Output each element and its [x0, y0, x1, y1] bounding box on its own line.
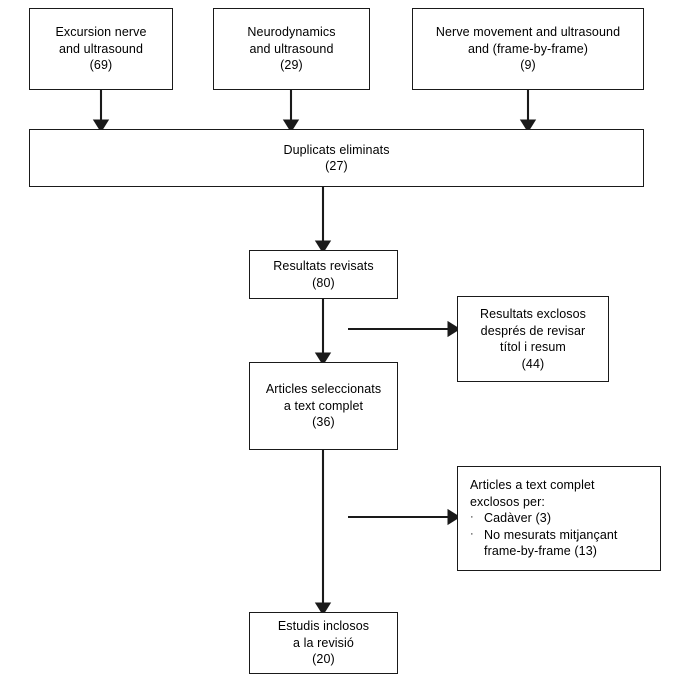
node-excluded-fulltext-heading-1: Articles a text complet — [470, 478, 595, 493]
bullet-marker-icon: · — [470, 527, 474, 540]
node-fulltext-assessed: Articles seleccionats a text complet (36… — [249, 362, 398, 450]
node-source-neurodynamics: Neurodynamics and ultrasound (29) — [213, 8, 370, 90]
node-source-2-line-1: Neurodynamics — [247, 25, 336, 40]
node-fulltext-count: (36) — [312, 415, 335, 430]
node-screened-count: (80) — [312, 275, 335, 290]
node-excluded-fulltext-heading-2: exclosos per: — [470, 494, 545, 509]
node-excluded-fulltext-bullet-2-text-cont: frame-by-frame (13) — [484, 544, 598, 559]
node-excluded-fulltext-bullet-1-text: Cadàver (3) — [484, 511, 552, 526]
node-source-1-line-1: Excursion nerve — [55, 25, 147, 40]
node-screened-label: Resultats revisats — [273, 259, 374, 273]
node-excluded-screen-line-3: títol i resum — [500, 340, 566, 354]
node-records-excluded-screening: Resultats exclosos després de revisar tí… — [457, 296, 609, 382]
node-source-3-count: (9) — [520, 58, 536, 73]
node-included-line-2: a la revisió — [293, 635, 354, 650]
node-excluded-fulltext-bullet-2: · No mesurats mitjançant — [470, 527, 618, 544]
node-source-3-line-1: Nerve movement and ultrasound — [435, 25, 621, 40]
node-studies-included: Estudis inclosos a la revisió (20) — [249, 612, 398, 674]
node-duplicates-label: Duplicats eliminats — [283, 142, 390, 157]
node-source-1-count: (69) — [89, 58, 113, 73]
node-included-count: (20) — [312, 652, 335, 667]
node-source-3-line-2: and (frame-by-frame) — [467, 41, 589, 56]
node-excluded-screen-line-1: Resultats exclosos — [479, 307, 586, 321]
node-source-excursion-nerve: Excursion nerve and ultrasound (69) — [29, 8, 173, 90]
node-fulltext-excluded: Articles a text complet exclosos per: · … — [457, 466, 661, 571]
node-excluded-screen-count: (44) — [521, 356, 545, 371]
node-excluded-fulltext-bullet-1: · Cadàver (3) — [470, 510, 551, 527]
node-excluded-fulltext-bullet-2-text: No mesurats mitjançant — [484, 527, 618, 542]
node-excluded-screen-line-2: després de revisar — [480, 323, 586, 338]
node-duplicates-count: (27) — [325, 159, 348, 173]
node-fulltext-line-2: a text complet — [283, 398, 364, 413]
bullet-marker-icon: · — [470, 511, 474, 524]
node-source-nerve-movement: Nerve movement and ultrasound and (frame… — [412, 8, 644, 90]
node-duplicates-removed: Duplicats eliminats (27) — [29, 129, 644, 187]
node-included-line-1: Estudis inclosos — [277, 619, 370, 634]
node-source-1-line-2: and ultrasound — [58, 41, 144, 56]
node-source-2-line-2: and ultrasound — [249, 41, 334, 56]
node-source-2-count: (29) — [280, 58, 303, 73]
node-fulltext-line-1: Articles seleccionats — [265, 382, 382, 397]
node-records-screened: Resultats revisats (80) — [249, 250, 398, 299]
